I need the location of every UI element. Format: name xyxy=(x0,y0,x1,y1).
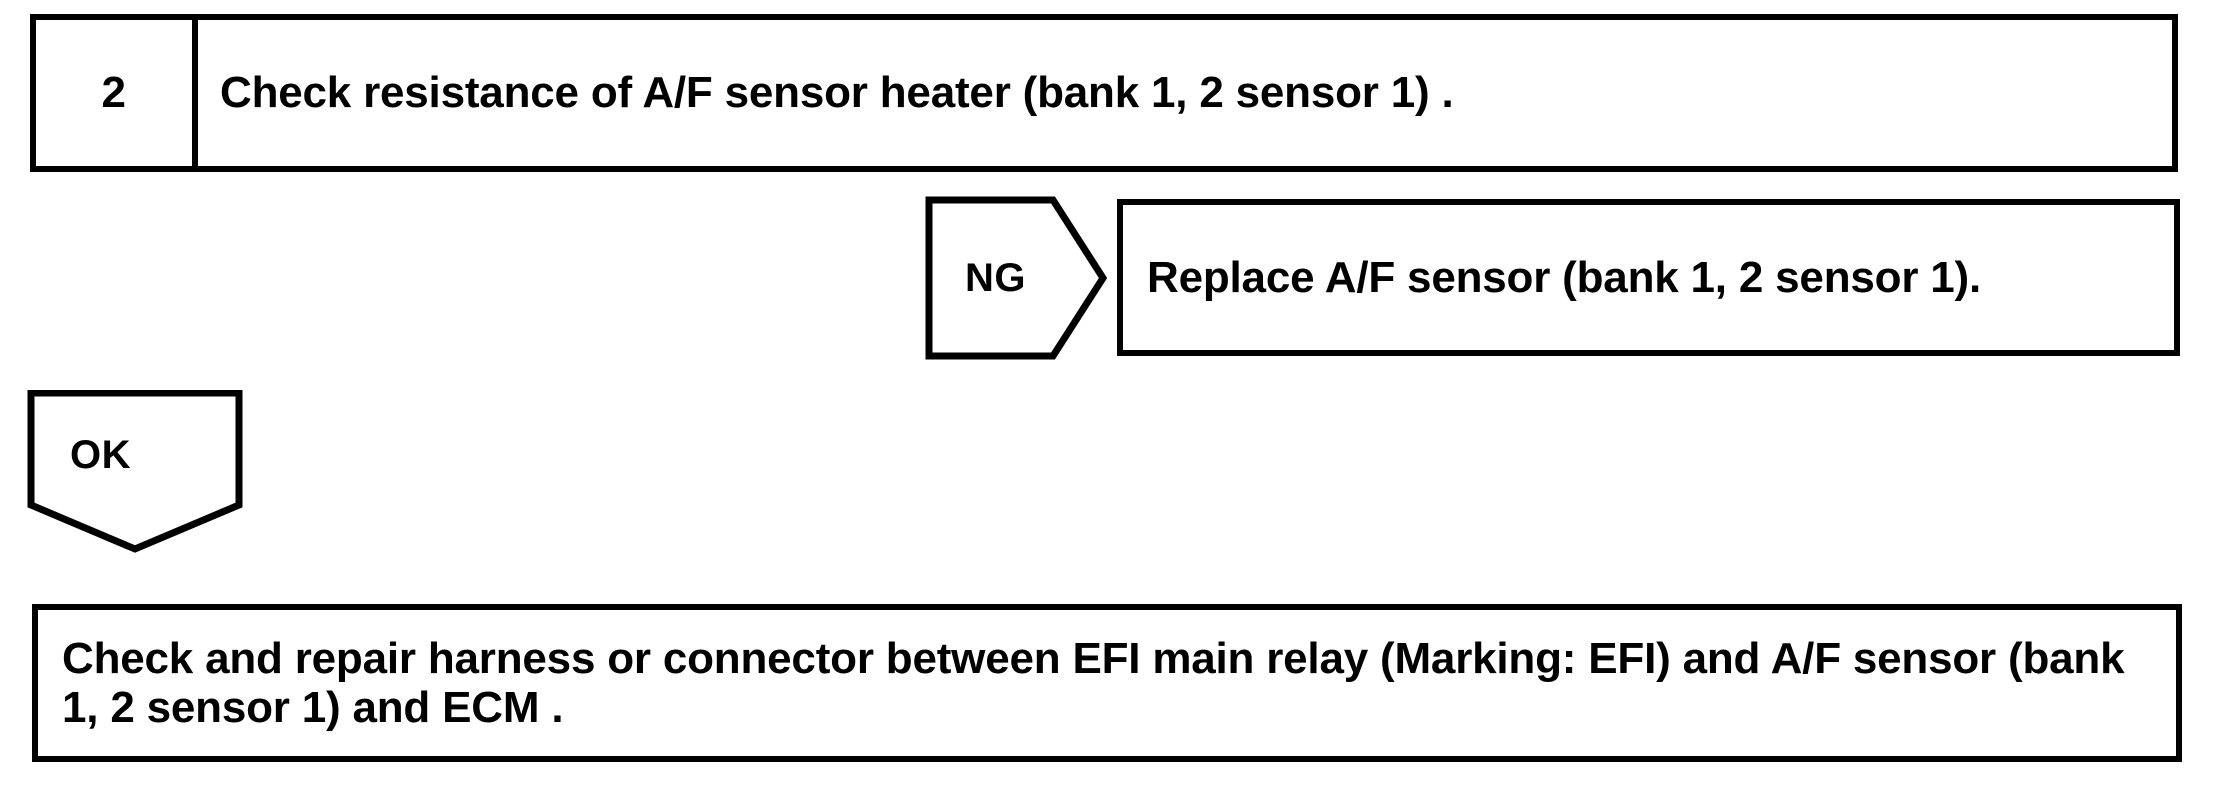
ng-result-box: Replace A/F sensor (bank 1, 2 sensor 1). xyxy=(1117,199,2180,356)
ng-arrow-icon xyxy=(925,196,1107,360)
ok-result-box: Check and repair harness or connector be… xyxy=(32,604,2182,762)
ok-result-text: Check and repair harness or connector be… xyxy=(62,634,2125,733)
step-box: 2 Check resistance of A/F sensor heater … xyxy=(30,14,2178,172)
ng-judgement-label: NG xyxy=(965,256,1026,300)
ng-arrow-shape xyxy=(925,196,1107,360)
step-number-cell: 2 xyxy=(36,20,198,166)
ok-judgement-label: OK xyxy=(70,433,131,477)
step-instruction-text: Check resistance of A/F sensor heater (b… xyxy=(220,68,1454,118)
ok-arrow-icon xyxy=(27,390,243,553)
step-number: 2 xyxy=(101,68,127,117)
ng-result-text: Replace A/F sensor (bank 1, 2 sensor 1). xyxy=(1147,252,1982,302)
ok-arrow-shape xyxy=(27,390,243,554)
step-instruction-cell: Check resistance of A/F sensor heater (b… xyxy=(198,20,2172,166)
